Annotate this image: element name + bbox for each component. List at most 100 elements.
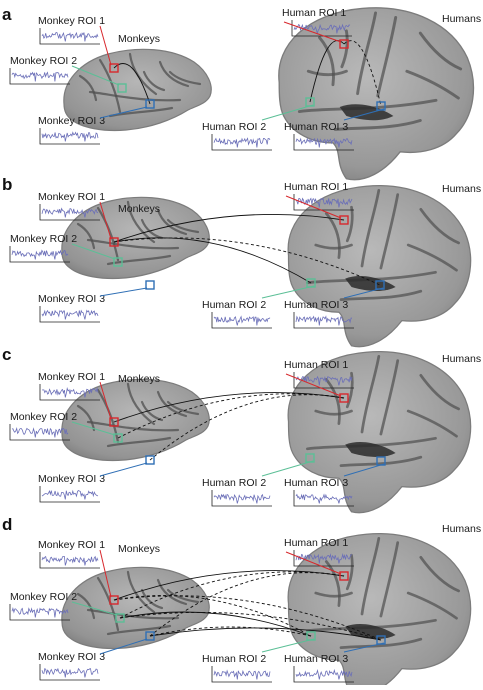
trace-axes: [39, 552, 100, 569]
trace-axes: [211, 134, 272, 151]
human-sulcus: [379, 541, 400, 618]
connection-line: [149, 394, 345, 461]
trace-line: [41, 386, 99, 398]
monkey-roi-2-trace: [9, 424, 70, 441]
monkey-sulcus: [156, 390, 188, 418]
human-roi-3-trace: [293, 134, 354, 151]
monkey-sulcus: [166, 400, 200, 416]
humans-label: Humans: [442, 13, 481, 25]
human-roi-3-leader: [343, 287, 384, 299]
human-sulcus: [419, 373, 460, 411]
monkey-roi-1-leader: [99, 381, 112, 420]
monkey-sulcus: [76, 222, 96, 250]
trace-line: [295, 668, 353, 680]
monkey-roi-1-marker: [109, 417, 119, 427]
human-sulcus: [314, 243, 353, 250]
monkey-roi-3-trace: [39, 128, 100, 145]
monkey-sulcus: [158, 60, 190, 88]
monkey-roi-2-marker: [113, 257, 123, 267]
trace-line: [41, 309, 99, 320]
human-roi-3-leader: [343, 463, 385, 477]
human-brain: [287, 532, 472, 690]
trace-line: [213, 137, 271, 148]
monkey-roi-2-marker: [113, 433, 123, 443]
human-sulcus: [314, 409, 353, 416]
monkey-roi-1-trace: [39, 384, 100, 401]
human-roi-2-leader: [261, 104, 314, 121]
connection-line: [113, 237, 381, 286]
trace-line: [41, 667, 99, 678]
human-sulcus: [419, 207, 460, 245]
monkey-roi-1-marker: [109, 595, 119, 605]
connection-line: [113, 595, 312, 637]
trace-line: [213, 669, 271, 680]
human-sulcus: [419, 555, 460, 593]
human-roi-1-marker: [339, 393, 349, 403]
trace-axes: [39, 28, 100, 45]
trace-axes: [293, 134, 354, 151]
human-brain: [287, 350, 472, 514]
human-roi-2-trace: [211, 666, 272, 683]
trace-axes: [39, 128, 100, 145]
trace-axes: [9, 68, 70, 85]
trace-axes: [293, 666, 354, 683]
monkey-roi-3-label: Monkey ROI 3: [38, 293, 105, 305]
monkey-roi-3-leader: [99, 106, 148, 119]
human-sulcus: [306, 69, 348, 77]
monkey-sulcus: [156, 208, 188, 236]
connection-line: [119, 611, 382, 641]
human-sulcus: [333, 119, 422, 131]
monkey-brain: [63, 48, 212, 132]
human-sulcus: [379, 193, 400, 270]
monkey-roi-2-label: Monkey ROI 2: [10, 233, 77, 245]
human-roi-3-label: Human ROI 3: [284, 299, 348, 311]
human-roi-1-marker: [339, 39, 349, 49]
monkey-roi-2-trace: [9, 68, 70, 85]
trace-axes: [211, 666, 272, 683]
monkey-sulcus: [108, 106, 174, 118]
humans-label: Humans: [442, 353, 481, 365]
human-roi-2-trace: [211, 490, 272, 507]
human-roi-3-trace: [293, 490, 354, 507]
monkey-roi-3-leader: [99, 462, 148, 477]
human-sulcus: [360, 189, 381, 268]
monkey-sulcus: [78, 74, 98, 102]
trace-line: [11, 71, 69, 82]
connection-line: [149, 572, 345, 637]
human-roi-2-leader: [261, 460, 314, 477]
monkey-roi-1-leader: [99, 201, 112, 240]
monkey-roi-1-leader: [99, 549, 112, 598]
monkey-roi-3-marker: [145, 280, 155, 290]
human-roi-1-leader: [283, 21, 342, 43]
trace-axes: [9, 424, 70, 441]
sylvian-fissure: [345, 624, 396, 639]
monkey-roi-3-leader: [99, 638, 148, 655]
monkey-roi-1-leader: [99, 25, 112, 66]
monkey-sulcus: [96, 388, 120, 444]
human-roi-2-trace: [211, 134, 272, 151]
monkey-roi-2-leader: [71, 243, 116, 260]
monkey-sulcus: [76, 404, 96, 432]
trace-line: [11, 427, 69, 438]
monkey-roi-3-marker: [145, 631, 155, 641]
trace-line: [41, 31, 99, 42]
human-sulcus: [418, 31, 463, 71]
trace-line: [41, 489, 99, 500]
trace-axes: [39, 306, 100, 323]
human-sulcus: [324, 560, 341, 607]
monkey-roi-3-label: Monkey ROI 3: [38, 115, 105, 127]
monkey-sulcus: [126, 382, 156, 426]
monkey-sulcus: [126, 570, 156, 614]
monkey-sulcus: [106, 624, 172, 636]
human-roi-2-leader: [261, 638, 315, 653]
human-sulcus: [340, 29, 349, 69]
monkey-roi-2-leader: [71, 65, 120, 86]
human-roi-1-marker: [339, 571, 349, 581]
monkey-sulcus: [166, 218, 200, 234]
monkey-sulcus: [106, 436, 172, 448]
humans-label: Humans: [442, 183, 481, 195]
monkey-roi-3-marker: [145, 99, 155, 109]
human-sulcus: [376, 15, 398, 98]
trace-line: [295, 553, 353, 564]
